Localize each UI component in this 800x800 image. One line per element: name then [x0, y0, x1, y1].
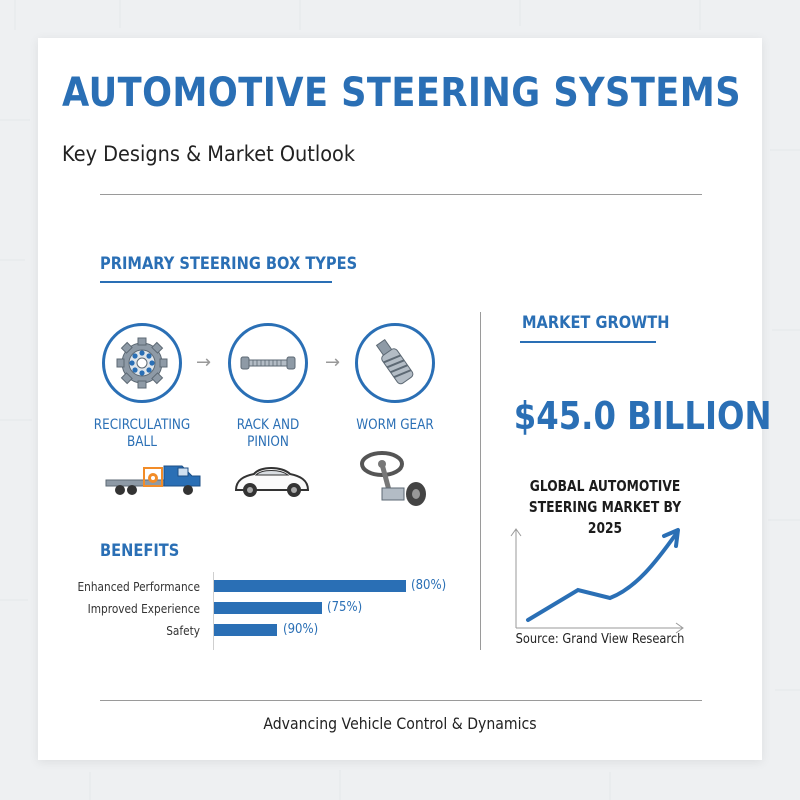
steering-wheel-column-icon	[360, 451, 426, 506]
benefit-label-experience: Improved Experience	[87, 602, 200, 616]
page-title: AUTOMOTIVE STEERING SYSTEMS	[62, 70, 742, 116]
market-value: $45.0 BILLION	[513, 394, 772, 438]
benefit-value-performance: (80%)	[411, 578, 447, 593]
benefit-label-performance: Enhanced Performance	[77, 580, 200, 594]
type-label-recirculating-ball: RECIRCULATING BALL	[93, 417, 191, 450]
benefit-value-safety: (90%)	[283, 622, 319, 637]
truck-icon	[105, 465, 201, 495]
steering-types-heading: PRIMARY STEERING BOX TYPES	[100, 254, 358, 274]
header-divider	[100, 194, 702, 195]
arrow-right-icon: →	[325, 352, 341, 373]
footer-tagline: Advancing Vehicle Control & Dynamics	[263, 714, 537, 733]
worm-gear-icon	[355, 323, 435, 403]
recirculating-ball-gear-icon	[102, 323, 182, 403]
column-divider	[480, 312, 481, 650]
benefits-axis	[213, 572, 214, 650]
sports-car-icon	[234, 467, 310, 497]
benefit-label-safety: Safety	[166, 624, 200, 638]
type-label-worm-gear: WORM GEAR	[356, 417, 434, 433]
benefit-value-experience: (75%)	[327, 600, 363, 615]
benefit-bar-experience	[214, 602, 322, 614]
market-description: GLOBAL AUTOMOTIVE STEERING MARKET BY 202…	[528, 477, 682, 537]
arrow-right-icon: →	[196, 352, 212, 373]
benefits-heading: BENEFITS	[100, 541, 180, 561]
type-label-rack-and-pinion: RACK AND PINION	[236, 417, 300, 450]
market-source: Source: Grand View Research	[515, 632, 685, 647]
page-subtitle: Key Designs & Market Outlook	[62, 142, 356, 166]
benefit-bar-performance	[214, 580, 406, 592]
market-growth-underline	[520, 341, 656, 343]
market-growth-trend-chart	[510, 528, 684, 634]
rack-and-pinion-icon	[228, 323, 308, 403]
steering-types-underline	[100, 281, 332, 283]
benefit-bar-safety	[214, 624, 277, 636]
market-growth-heading: MARKET GROWTH	[522, 313, 670, 333]
footer-divider	[100, 700, 702, 701]
